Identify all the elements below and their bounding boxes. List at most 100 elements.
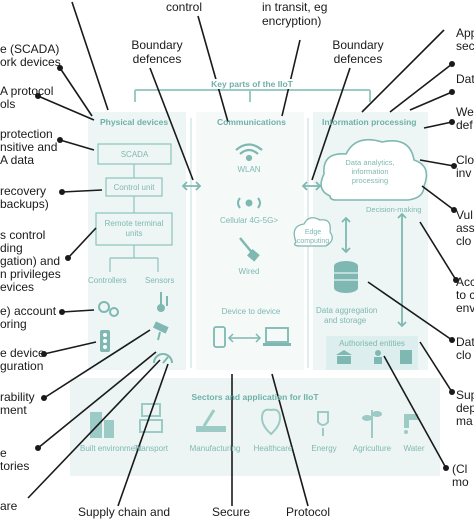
left-label-access-line4: n privileges <box>0 267 61 281</box>
right-label-data: Dat <box>456 72 474 86</box>
right-label-app-line2: sec <box>456 39 474 53</box>
authorised-entities-label: Authorised entities <box>339 339 405 348</box>
wlan-label: WLAN <box>237 165 261 174</box>
right-label-web-line1: We <box>456 105 474 119</box>
right-label-data2-line2: clo <box>456 348 472 362</box>
sectors-title: Sectors and application for IIoT <box>191 392 319 402</box>
communications-title: Communications <box>217 117 286 127</box>
manufacturing-icon <box>196 409 226 432</box>
vertical-arrow-left <box>341 216 351 254</box>
edge-cloud-icon <box>293 217 333 247</box>
built-environment-icon <box>90 412 114 438</box>
sector-built-environment: Built environment <box>80 444 142 453</box>
bottom-label-protocol: Protocol <box>286 505 331 519</box>
analytics-label-line2: information <box>351 167 389 176</box>
left-label-access-line2: ding <box>0 241 23 255</box>
right-label-web-line2: def <box>456 118 473 132</box>
left-label-protection-line3: A data <box>0 153 35 167</box>
bank-icon <box>336 350 352 364</box>
control-unit-label: Control unit <box>113 183 155 192</box>
scada-label: SCADA <box>120 150 149 159</box>
cellular-signal-icon <box>237 197 261 209</box>
bottom-label-secure: Secure <box>212 505 251 519</box>
sectors-panel <box>70 378 440 476</box>
boundary-defences-right-line2: defences <box>333 52 383 66</box>
sector-manufacturing: Manufacturing <box>189 444 241 453</box>
device-to-device-arrow <box>227 333 262 343</box>
left-label-protocol-line2: ols <box>0 97 16 111</box>
right-label-supply-line3: ma <box>456 414 473 428</box>
left-label-protocol-line1: A protocol <box>0 84 54 98</box>
left-label-inventories-line1: e <box>0 446 7 460</box>
left-label-vulnerability-line1: rability <box>0 390 35 404</box>
controllers-label: Controllers <box>88 276 127 285</box>
key-parts-title: Key parts of the IIoT <box>196 79 308 89</box>
left-label-inventories-line2: tories <box>0 459 30 473</box>
sector-energy: Energy <box>311 444 337 453</box>
camera-icon <box>152 321 169 341</box>
analytics-label-line1: Data analytics, <box>345 158 395 167</box>
left-label-scada-line1: e (SCADA) <box>0 42 60 56</box>
boundary-defences-left-line1: Boundary <box>131 38 183 52</box>
wired-label: Wired <box>238 267 260 276</box>
wifi-icon <box>235 143 263 162</box>
right-label-access-line1: Acc <box>456 275 474 289</box>
building-icon <box>400 350 412 364</box>
sector-healthcare: Healthcare <box>253 444 293 453</box>
information-processing-title: Information processing <box>322 117 417 127</box>
transport-icon <box>139 403 163 433</box>
edge-computing-label-line1: Edge <box>304 229 322 236</box>
cable-plug-icon <box>239 237 260 262</box>
right-label-access-line3: env <box>456 301 474 315</box>
healthcare-icon <box>260 408 282 436</box>
right-label-vuln-line1: Vul <box>456 208 473 222</box>
left-label-recovery-line1: recovery <box>0 184 47 198</box>
sector-agriculture: Agriculture <box>352 444 392 453</box>
gears-icon <box>98 301 119 317</box>
people-icon <box>374 350 382 364</box>
bottom-label-supply-chain: Supply chain and <box>78 505 171 519</box>
left-label-access-line3: gation) and <box>0 254 61 268</box>
left-label-software: are <box>0 499 18 513</box>
left-label-recovery-line2: backups) <box>0 197 49 211</box>
callout-lines <box>27 1 457 507</box>
phone-icon <box>213 326 226 348</box>
thermometer-icon <box>157 292 168 312</box>
physical-panel <box>88 112 186 370</box>
rtu-label-line2: units <box>125 229 143 238</box>
right-label-cl-line2: mo <box>452 475 469 489</box>
right-label-cl-line1: (Cl <box>452 462 468 476</box>
left-label-protection-line1: protection <box>0 127 53 141</box>
left-label-device-line2: guration <box>0 359 44 373</box>
sector-transport: Transport <box>134 444 168 453</box>
data-aggregation-label-line2: and storage <box>324 316 367 325</box>
analytics-label-line3: processing <box>351 176 389 185</box>
left-label-scada-line2: ork devices <box>0 55 61 69</box>
right-label-supply-line2: dep <box>456 401 474 415</box>
vertical-arrow-right <box>397 212 407 328</box>
right-label-access-line2: to c <box>456 288 474 302</box>
decision-making-label: Decision-making <box>366 205 422 214</box>
label-transit-line2: encryption) <box>262 14 322 28</box>
device-to-device-label: Device to device <box>221 307 281 316</box>
sector-water: Water <box>403 444 425 453</box>
left-label-account-line1: e) account <box>0 304 57 318</box>
cellular-label: Cellular 4G-5G> <box>219 216 279 225</box>
rtu-label-line1: Remote terminal <box>104 219 164 228</box>
callout-dots <box>35 61 459 471</box>
agriculture-icon <box>362 410 382 438</box>
label-transit-line1: in transit, eg <box>262 0 328 14</box>
left-label-device-line1: e device <box>0 346 45 360</box>
energy-icon <box>317 411 329 436</box>
left-label-protection-line2: nsitive and <box>0 140 58 154</box>
physical-devices-title: Physical devices <box>100 117 169 127</box>
right-label-data2-line1: Dat <box>456 335 474 349</box>
boundary-arrow-right <box>301 181 322 191</box>
left-label-access-line1: s control <box>0 228 46 242</box>
left-label-vulnerability-line2: ment <box>0 403 27 417</box>
left-label-account-line2: oring <box>0 317 27 331</box>
right-label-vuln-line2: ass <box>456 221 474 235</box>
right-label-app-line1: App <box>456 26 474 40</box>
right-label-cloud-line2: inv <box>456 166 472 180</box>
